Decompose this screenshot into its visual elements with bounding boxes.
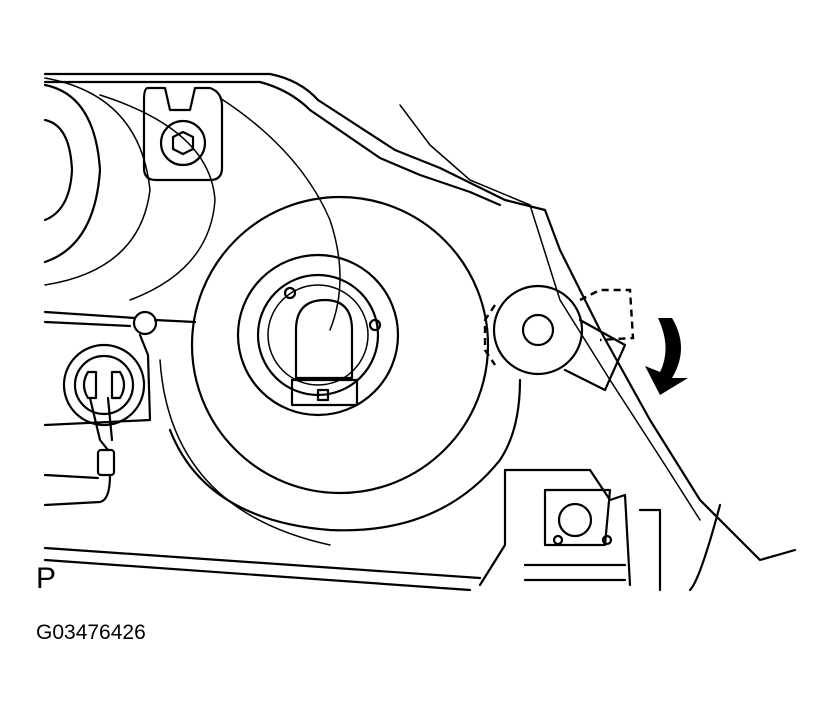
lower-mount-bracket — [478, 468, 662, 592]
counterclockwise-rotate-arrow-icon — [645, 318, 688, 395]
bottom-frame — [43, 546, 482, 592]
view-letter: P — [36, 562, 56, 595]
headlight-lens-rings — [159, 195, 522, 546]
adjuster-tab — [43, 310, 197, 427]
headlight-housing-outline — [43, 72, 797, 592]
side-marker-socket — [43, 343, 146, 507]
reflector-rings — [43, 77, 216, 301]
headlight-bulb — [256, 273, 382, 407]
figure-code: G03476426 — [36, 621, 146, 644]
socket-lever — [483, 284, 635, 392]
mounting-bolt-bracket — [142, 86, 224, 182]
